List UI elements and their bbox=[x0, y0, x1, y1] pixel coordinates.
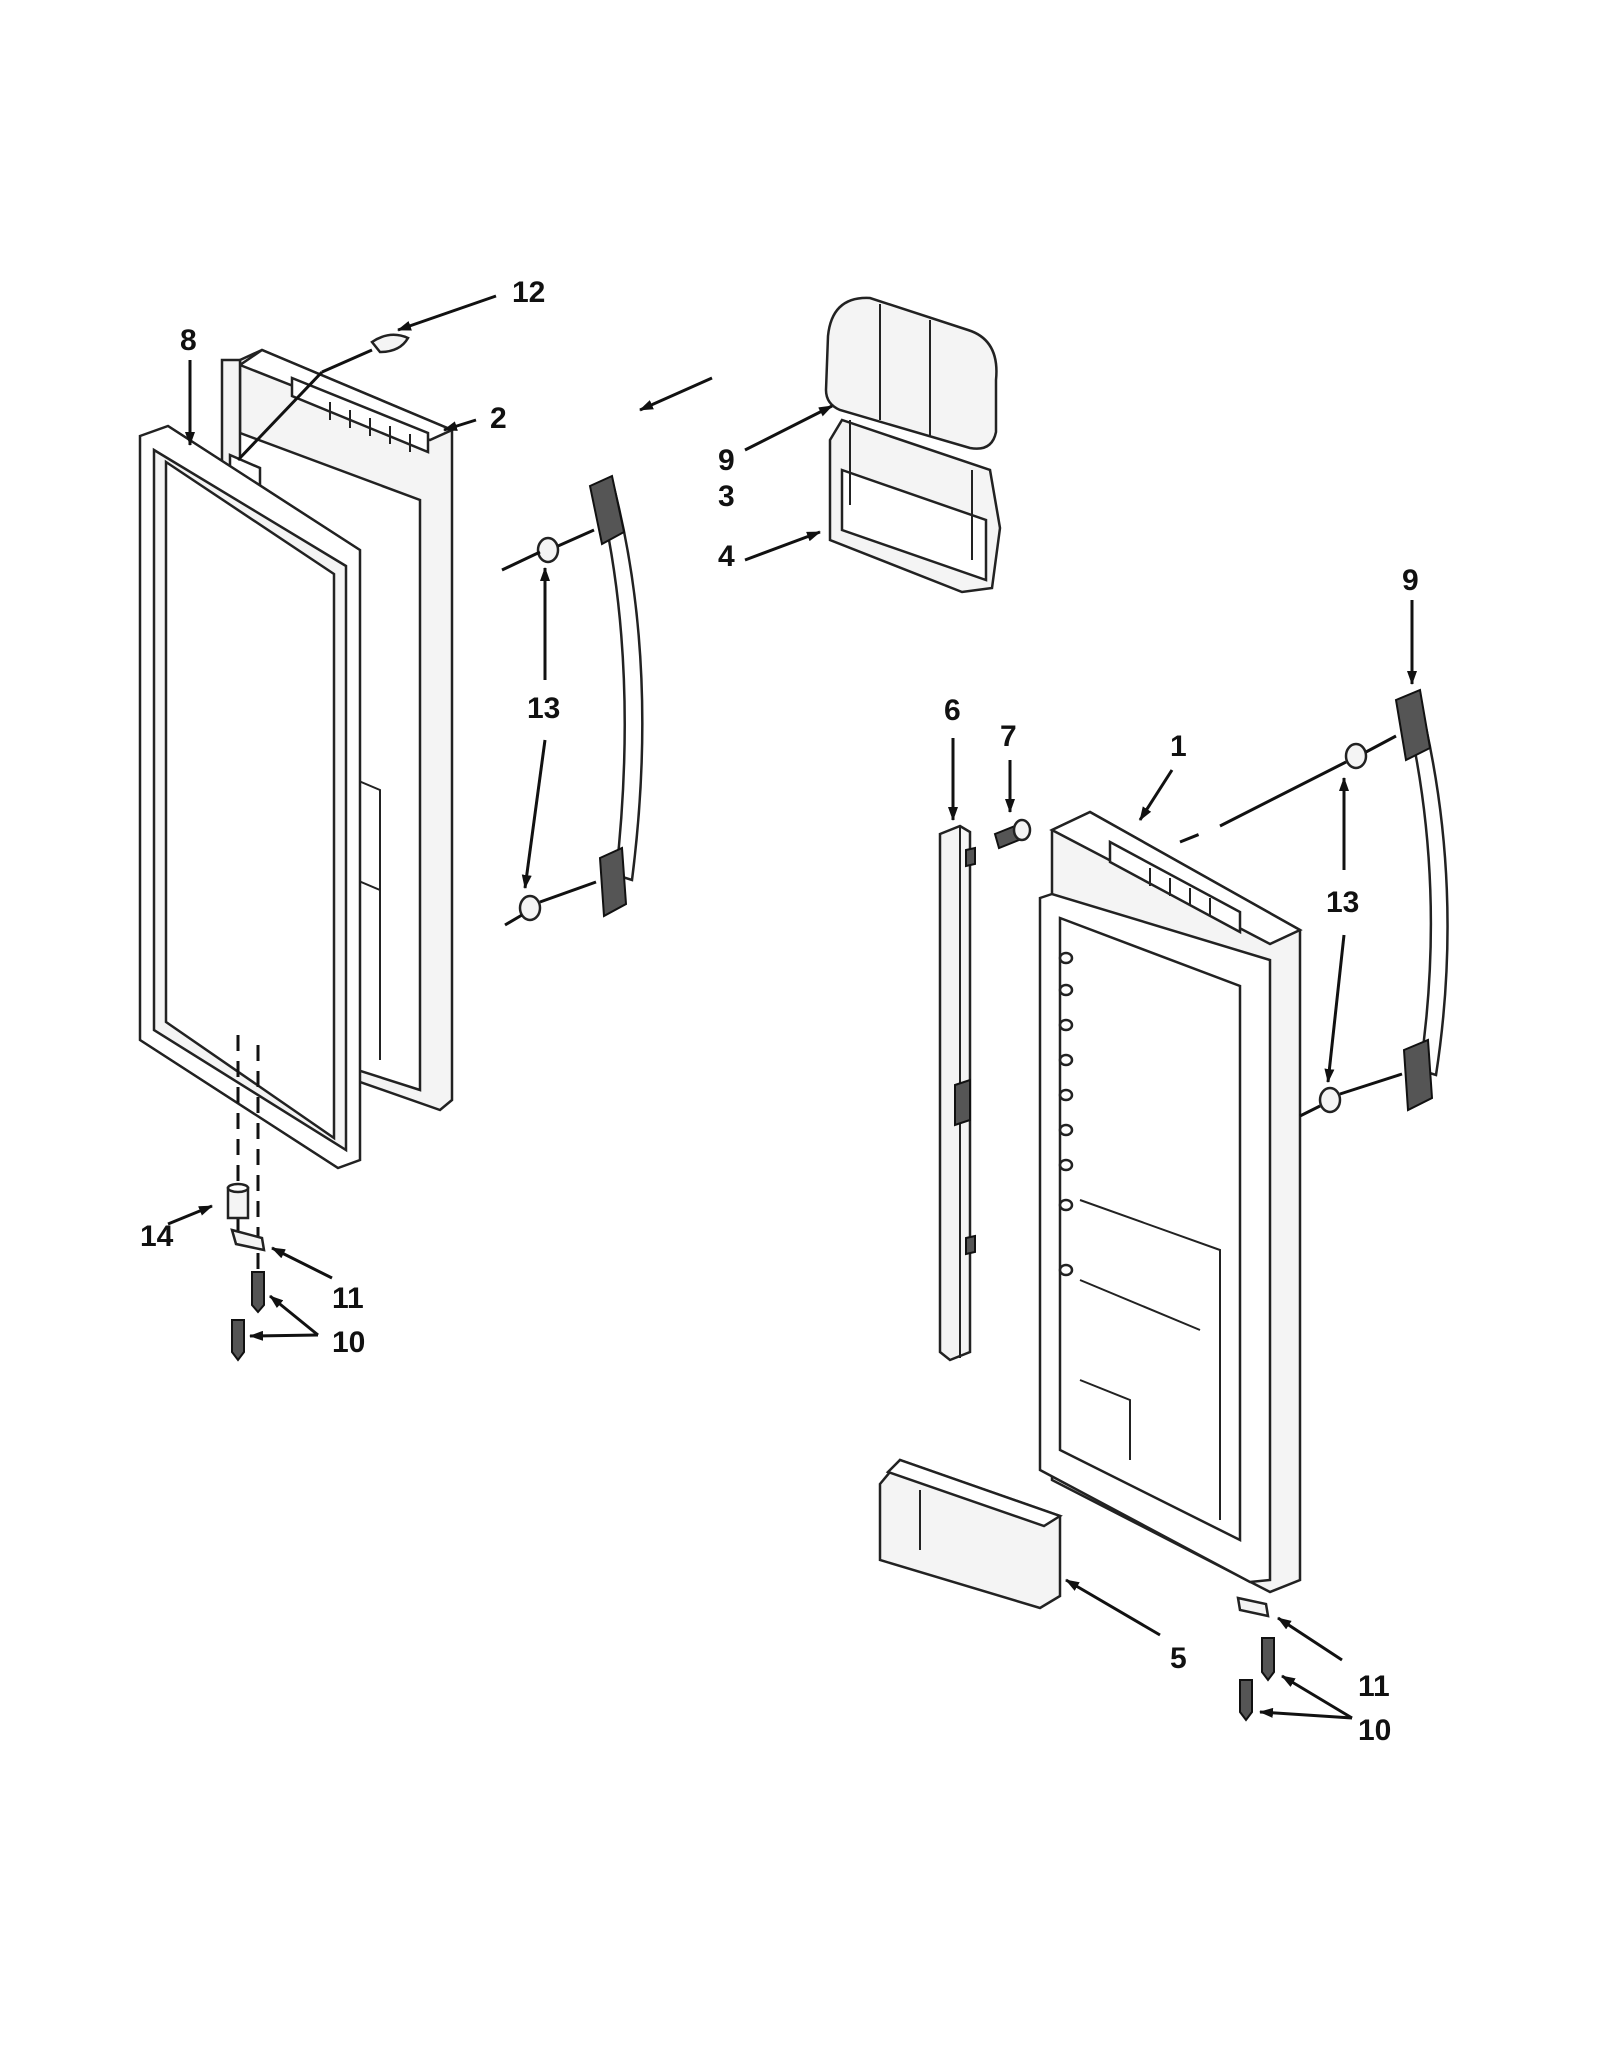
callout-9-left: 9 bbox=[718, 444, 735, 477]
callout-2: 2 bbox=[490, 402, 507, 435]
callout-11-right: 11 bbox=[1358, 1670, 1390, 1703]
callout-10-left: 10 bbox=[332, 1326, 365, 1359]
right-door-liner bbox=[1038, 810, 1303, 1594]
callout-1: 1 bbox=[1170, 730, 1187, 763]
callout-11-left: 11 bbox=[332, 1282, 364, 1315]
right-hinge-hardware bbox=[1236, 1596, 1275, 1722]
left-top-plug bbox=[370, 333, 410, 354]
callout-12: 12 bbox=[512, 276, 545, 309]
callout-3: 3 bbox=[718, 480, 735, 513]
callout-7: 7 bbox=[1000, 720, 1017, 753]
callout-14: 14 bbox=[140, 1220, 174, 1253]
left-washer-bottom bbox=[518, 894, 542, 922]
right-washer-top bbox=[1344, 742, 1368, 770]
left-handle bbox=[588, 474, 644, 918]
left-door-gasket bbox=[138, 424, 362, 1170]
callout-13-left: 13 bbox=[527, 692, 560, 725]
callout-4: 4 bbox=[718, 540, 735, 573]
bottom-door-bin bbox=[878, 1458, 1063, 1610]
left-washer-top bbox=[536, 536, 560, 564]
top-bin-cover bbox=[824, 296, 998, 450]
callout-8: 8 bbox=[180, 324, 197, 357]
callout-13-right: 13 bbox=[1326, 886, 1359, 919]
callout-5: 5 bbox=[1170, 1642, 1187, 1675]
right-washer-bottom bbox=[1318, 1086, 1342, 1114]
top-door-bin bbox=[828, 418, 1002, 594]
mullion-screw bbox=[993, 818, 1032, 850]
left-hinge-hardware bbox=[226, 1035, 266, 1362]
callout-6: 6 bbox=[944, 694, 961, 727]
callout-9-right: 9 bbox=[1402, 564, 1419, 597]
right-handle bbox=[1394, 688, 1449, 1112]
center-mullion bbox=[938, 824, 976, 1362]
callout-10-right: 10 bbox=[1358, 1714, 1391, 1747]
